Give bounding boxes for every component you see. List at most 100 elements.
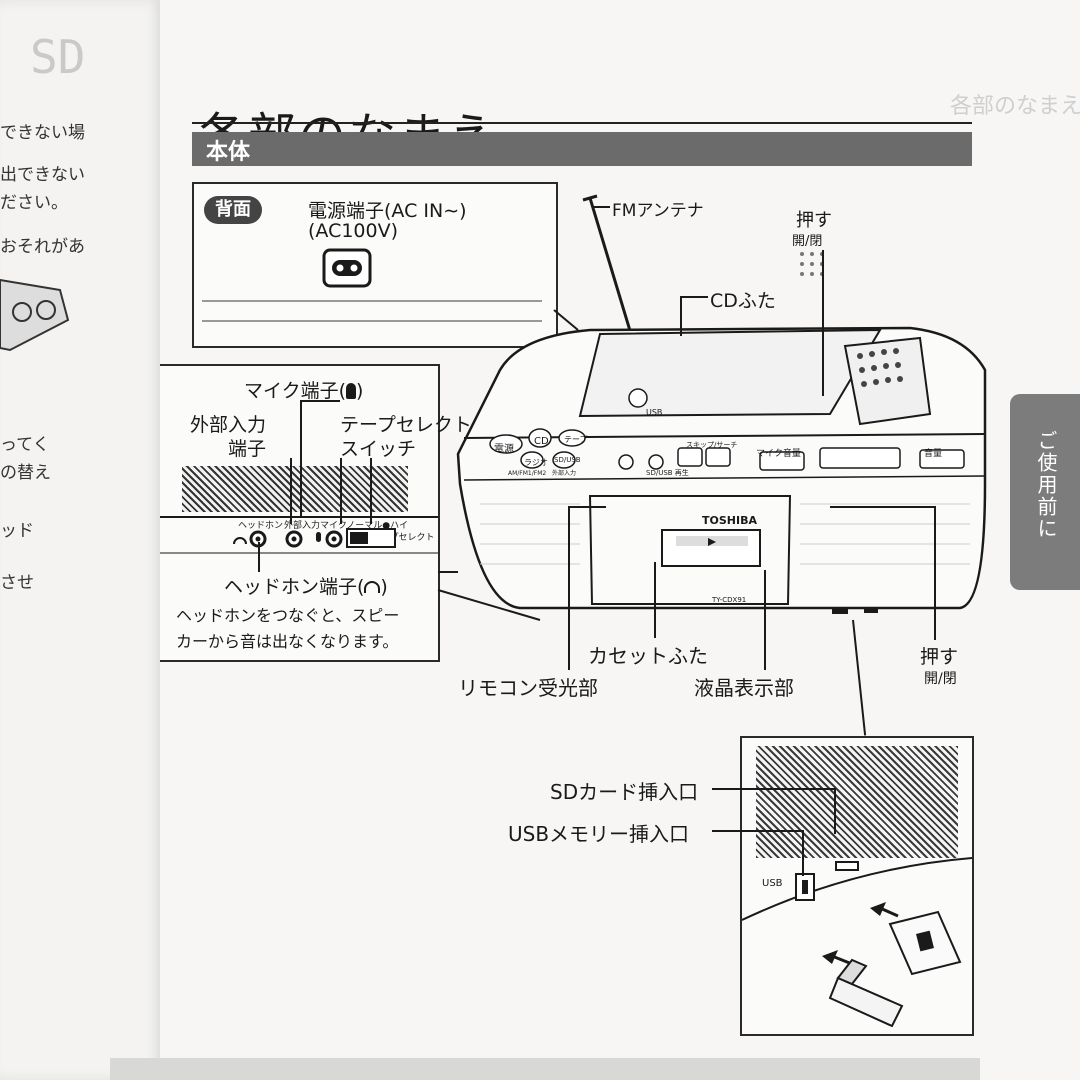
mic-terminal-text: マイク端子( xyxy=(244,380,347,402)
mic-terminal-label: マイク端子() xyxy=(244,376,363,403)
headphone-icon xyxy=(233,537,247,545)
leader-line xyxy=(680,296,682,336)
arrow-icon xyxy=(822,950,838,964)
back-panel-box: 背面 電源端子(AC IN∼) (AC100V) xyxy=(192,182,558,348)
switch-knob xyxy=(350,532,368,544)
front-strip-edge xyxy=(160,552,438,554)
leader-line xyxy=(712,830,804,832)
leader-line xyxy=(370,458,372,524)
leader-line xyxy=(764,570,766,670)
remote-receiver-label: リモコン受光部 xyxy=(458,676,598,700)
left-page-cassette-illustration xyxy=(0,278,70,352)
leader-line xyxy=(802,830,804,876)
cd-button-label: CD xyxy=(534,436,549,447)
lcd-display-label: 液晶表示部 xyxy=(694,676,794,700)
left-page-line: ってく xyxy=(0,435,50,455)
tape-select-label-2: スイッチ xyxy=(340,438,417,460)
usb-small-label: USB xyxy=(762,878,783,889)
brand-label: TOSHIBA xyxy=(702,514,757,527)
headphone-terminal-end: ) xyxy=(380,576,388,598)
headphone-note-1: ヘッドホンをつなぐと、スピー xyxy=(176,606,400,625)
sd-card-icon xyxy=(888,910,962,976)
cd-lid-label: CDふた xyxy=(710,290,776,312)
headphone-icon xyxy=(364,581,381,593)
left-page-line: 出できない xyxy=(0,165,85,185)
jack-row xyxy=(233,530,343,548)
side-index-tab: ご使用前に xyxy=(1010,394,1080,590)
mic-icon xyxy=(316,532,321,542)
open-close-top-label: 開/閉 xyxy=(792,234,823,249)
sd-usb-button-label: SD/USB xyxy=(554,456,581,464)
back-panel-edge xyxy=(202,300,542,302)
leader-line xyxy=(934,506,936,640)
power-plug-icon xyxy=(322,248,372,288)
volume-label: 音量 xyxy=(924,449,943,459)
mic-icon xyxy=(346,383,357,399)
leader-line xyxy=(568,506,606,508)
leader-line xyxy=(340,458,342,524)
left-page-line: おそれがあ xyxy=(0,237,85,257)
leader-line xyxy=(834,788,836,834)
leader-line xyxy=(592,206,610,208)
left-page-line: できない場 xyxy=(0,123,85,143)
device-illustration xyxy=(456,194,987,614)
show-through-text: 各部のなまえ(つづき) xyxy=(950,94,1080,119)
section-label: 本体 xyxy=(206,140,251,165)
leader-line xyxy=(822,250,824,396)
leader-line xyxy=(654,562,656,638)
push-right-label: 押す xyxy=(920,646,959,668)
speaker-grille xyxy=(756,746,958,858)
small-headphone-label: ヘッドホン xyxy=(238,521,284,531)
radio-button-label: ラジオ xyxy=(524,458,548,467)
front-strip-edge xyxy=(160,516,438,518)
mic-volume-label: マイク音量 xyxy=(756,449,801,459)
open-close-right-label: 開/閉 xyxy=(924,671,957,687)
usb-slot-label: USBメモリー挿入口 xyxy=(508,822,690,846)
cassette-lid-label: カセットふた xyxy=(588,644,708,668)
small-tape-label: テープセレクト xyxy=(372,533,435,543)
power-terminal-label: 電源端子(AC IN∼) xyxy=(308,200,467,222)
skip-search-label: スキップ/サーチ xyxy=(686,441,738,449)
model-label: TY-CDX91 xyxy=(712,596,747,604)
sd-slot-label: SDカード挿入口 xyxy=(550,780,699,804)
title-rule xyxy=(192,122,972,124)
push-top-label: 押す xyxy=(796,210,832,231)
back-badge: 背面 xyxy=(204,196,262,224)
leader-line xyxy=(830,506,934,508)
section-bar: 本体 xyxy=(192,132,972,166)
side-tab-label: ご使用前に xyxy=(1034,430,1058,540)
usb-label: USB xyxy=(646,408,663,417)
leader-line xyxy=(712,788,836,790)
headphone-terminal-text: ヘッドホン端子( xyxy=(224,576,365,598)
left-page: SD できない場 出できない ださい。 おそれがあ ってく の替え ッド させ xyxy=(0,0,190,1080)
back-panel-edge xyxy=(202,320,542,322)
leader-line xyxy=(300,400,340,402)
leader-line xyxy=(290,458,292,524)
am-fm-label: AM/FM1/FM2 xyxy=(508,470,547,477)
sd-usb-rec-label: SD/USB 再生 xyxy=(646,469,689,477)
mic-terminal-end: ) xyxy=(356,380,364,402)
headphone-note-2: カーから音は出なくなります。 xyxy=(176,632,399,651)
sd-usb-inset-box: USB xyxy=(740,736,974,1036)
arrow-icon xyxy=(870,902,886,916)
leader-line xyxy=(258,542,260,572)
leader-line xyxy=(568,506,570,670)
usb-stick-icon xyxy=(828,958,904,1028)
power-button-label: 電源 xyxy=(494,444,514,455)
sd-usb-ports-illustration xyxy=(742,857,972,1028)
fm-antenna xyxy=(588,197,636,345)
left-page-line: ださい。 xyxy=(0,193,68,213)
power-voltage-label: (AC100V) xyxy=(308,220,399,242)
leader-line xyxy=(680,296,708,298)
external-input-label-2: 端子 xyxy=(228,438,267,460)
fm-antenna-label: FMアンテナ xyxy=(612,201,704,221)
jack-inset-box: マイク端子() 外部入力 端子 テープセレクト スイッチ ヘッドホン 外部入力 … xyxy=(160,364,472,662)
small-external-label: 外部入力 xyxy=(284,521,321,531)
left-page-line: させ xyxy=(0,573,34,593)
small-mic-label: マイクノーマル●ハイ xyxy=(320,521,408,531)
leader-line xyxy=(300,400,302,518)
headphone-terminal-label: ヘッドホン端子() xyxy=(224,572,388,599)
left-page-line: の替え xyxy=(0,463,51,483)
